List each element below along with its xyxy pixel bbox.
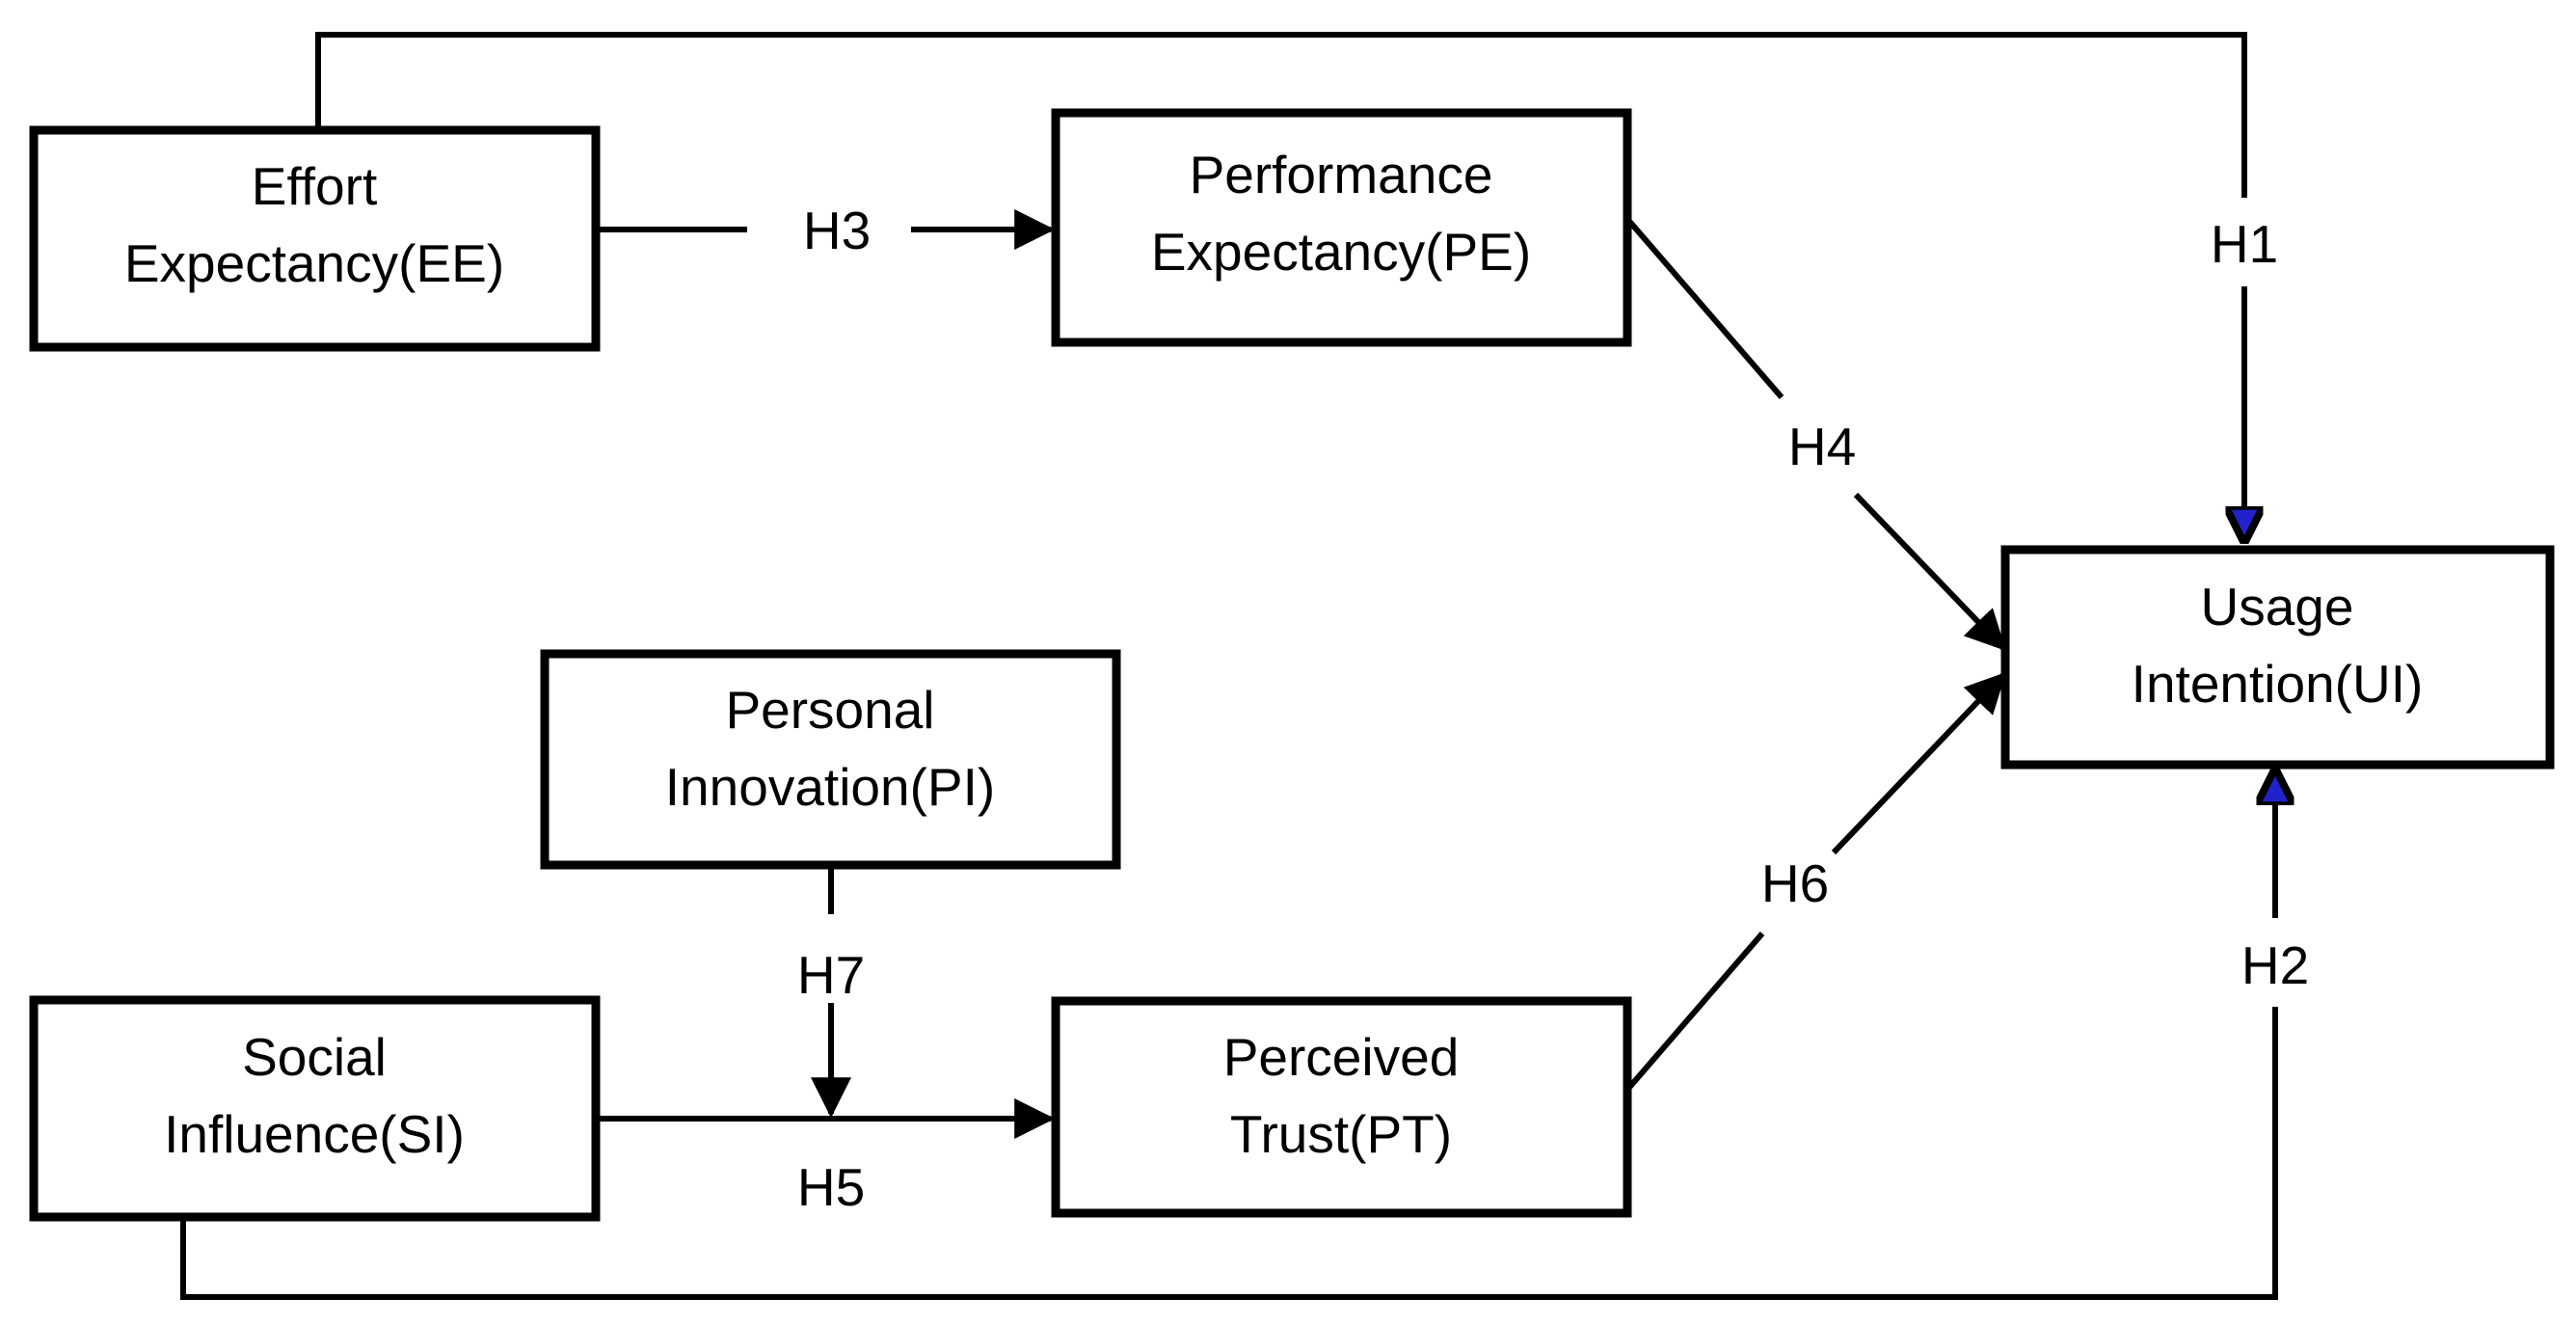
edge-h4-stub-lower	[1853, 492, 2006, 652]
node-effort-expectancy[interactable]: Effort Expectancy(EE)	[29, 125, 601, 352]
edge-h2-path-lower	[180, 926, 2278, 1300]
node-pt-label-line2: Trust(PT)	[1230, 1104, 1452, 1164]
node-ui-label-line1: Usage	[2201, 577, 2354, 636]
edge-h4-stub-upper	[1624, 217, 1784, 399]
node-ee-label-line1: Effort	[252, 156, 377, 216]
edge-h7: H7	[797, 865, 865, 1119]
edge-h2: H2	[180, 771, 2333, 1300]
edge-label-h6: H6	[1761, 853, 1829, 913]
edge-h4: H4	[1624, 217, 2006, 652]
node-personal-innovation[interactable]: Personal Innovation(PI)	[540, 649, 1121, 870]
node-pi-rect[interactable]	[540, 649, 1121, 870]
node-si-label-line2: Influence(SI)	[164, 1104, 465, 1164]
node-pt-label-line1: Perceived	[1223, 1027, 1460, 1087]
edge-h6-stub-upper	[1831, 671, 2006, 855]
node-pe-rect[interactable]	[1051, 108, 1632, 347]
edge-label-h4: H4	[1788, 417, 1856, 476]
node-pt-rect[interactable]	[1051, 996, 1632, 1218]
node-ui-label-line2: Intention(UI)	[2132, 654, 2424, 714]
node-pe-label-line2: Expectancy(PE)	[1151, 222, 1531, 282]
node-performance-expectancy[interactable]: Performance Expectancy(PE)	[1051, 108, 1632, 347]
edge-h3: H3	[596, 201, 1056, 260]
node-ui-rect[interactable]	[2000, 545, 2555, 770]
edge-h1: H1	[315, 32, 2301, 540]
node-ee-label-line2: Expectancy(EE)	[124, 233, 504, 293]
node-social-influence[interactable]: Social Influence(SI)	[29, 995, 601, 1222]
edge-label-h7: H7	[797, 945, 865, 1005]
edge-h6-stub-lower	[1624, 932, 1765, 1092]
node-usage-intention[interactable]: Usage Intention(UI)	[2000, 545, 2555, 770]
node-pe-label-line1: Performance	[1190, 145, 1493, 204]
node-si-label-line1: Social	[242, 1027, 387, 1087]
edge-h2-label-mask	[2219, 918, 2333, 1007]
edge-h6: H6	[1624, 671, 2006, 1092]
edge-h1-label-mask	[2190, 198, 2301, 286]
node-perceived-trust[interactable]: Perceived Trust(PT)	[1051, 996, 1632, 1218]
node-ee-rect[interactable]	[29, 125, 601, 352]
edge-h5: H5	[596, 1098, 1056, 1217]
node-pi-label-line2: Innovation(PI)	[665, 757, 995, 817]
node-pi-label-line1: Personal	[725, 680, 934, 740]
edge-label-h2: H2	[2241, 935, 2309, 995]
edge-label-h3: H3	[803, 201, 871, 260]
edge-label-h5: H5	[797, 1157, 865, 1217]
edge-label-h1: H1	[2211, 214, 2278, 274]
node-si-rect[interactable]	[29, 995, 601, 1222]
